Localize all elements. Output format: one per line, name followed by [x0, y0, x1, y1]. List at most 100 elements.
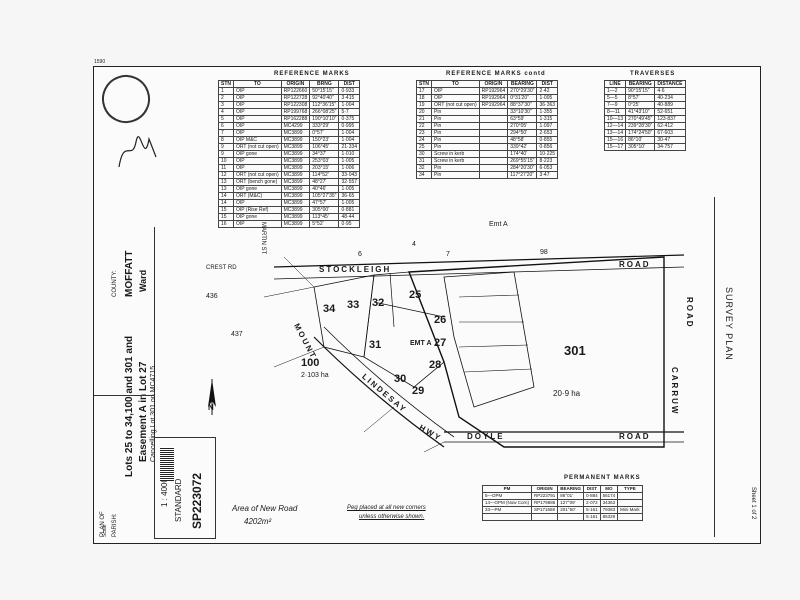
table-header-cell: LINE: [603, 80, 627, 88]
table-cell: 1·005: [338, 199, 361, 207]
table-cell: Pin: [431, 136, 480, 144]
table-cell: 9: [218, 143, 234, 151]
table-cell: 7—9: [603, 101, 627, 109]
table-cell: 203°15': [309, 164, 340, 172]
table-cell: 13—14: [603, 129, 627, 137]
table-cell: MC3899: [280, 157, 311, 165]
radial-line-1: [283, 256, 315, 288]
scale-label: Scale: [102, 524, 108, 537]
table-cell: [617, 499, 643, 507]
table-cell: 13: [218, 185, 234, 193]
stockleigh-road-line-1: [273, 254, 685, 268]
table-cell: 0·933: [338, 87, 361, 95]
table-cell: 4·6: [654, 87, 686, 95]
table-cell: 34°37': [309, 150, 340, 158]
table-cell: 13: [218, 178, 234, 186]
barcode: [160, 447, 174, 481]
table-cell: 174°24'50": [625, 129, 656, 137]
table-cell: 10—13: [603, 115, 627, 123]
table-cell: 1·010: [338, 150, 361, 158]
table-cell: MC3899: [280, 185, 311, 193]
table-cell: 34·757: [654, 143, 686, 151]
permanent-marks-title: PERMANENT MARKS: [564, 475, 641, 481]
lot-25: 25: [409, 289, 422, 301]
table-cell: MC3899: [280, 199, 311, 207]
lot-4: 4: [412, 241, 416, 248]
table-cell: 92°40'40": [309, 94, 340, 102]
plan-number: SP223072: [190, 472, 204, 529]
table-cell: RP192964: [478, 101, 509, 109]
table-cell: 1·004: [338, 129, 361, 137]
table-cell: ORT (not cut open): [431, 101, 480, 109]
lots-25-30-block: [443, 271, 535, 408]
table-cell: 1·006: [338, 164, 361, 172]
table-cell: 112°36'15": [309, 101, 340, 109]
county-label: COUNTY:: [112, 270, 118, 297]
table-cell: 117°27'20": [507, 171, 538, 179]
lot-301: 301: [564, 343, 586, 358]
table-header-cell: MO: [599, 485, 619, 493]
lot-100-area: 2·103 ha: [301, 372, 329, 379]
table-cell: 86°01': [557, 492, 585, 500]
table-header-cell: BRNG: [309, 80, 340, 88]
table-cell: SP171658: [531, 506, 559, 514]
table-cell: MC3899: [280, 192, 311, 200]
table-cell: 305°10': [625, 143, 656, 151]
table-cell: MC3899: [280, 150, 311, 158]
table-cell: 5: [218, 115, 234, 123]
table-cell: Pin: [431, 171, 480, 179]
table-cell: 30·47: [654, 136, 686, 144]
table-cell: RP199768: [280, 108, 311, 116]
lot-6: 6: [358, 251, 362, 258]
lot-100: 100: [301, 357, 320, 369]
road-label-doyle: DOYLE: [467, 432, 505, 441]
table-cell: MC3899: [280, 129, 311, 137]
table-cell: 0·881: [338, 206, 361, 214]
table-cell: 90°15'15": [625, 87, 656, 95]
parish-label: PARISH:: [112, 513, 118, 537]
table-cell: 270°49'45": [625, 115, 656, 123]
table-cell: 0°57': [309, 129, 340, 137]
table-header-cell: ORIGIN: [531, 485, 559, 493]
table-cell: OIP: [233, 164, 282, 172]
lot-301-area: 20·9 ha: [553, 389, 581, 398]
table-cell: 2·653: [536, 129, 559, 137]
top-left-code: 1590: [94, 59, 106, 65]
table-cell: 33°10'30": [507, 108, 538, 116]
table-cell: Screw in kerb: [431, 157, 480, 165]
peg-note-1: Peg placed at all new corners: [347, 505, 426, 511]
table-cell: 30: [416, 150, 432, 158]
table-cell: 5—OPM: [481, 492, 533, 500]
table-cell: 15: [218, 206, 234, 214]
radial-line-5: [423, 441, 445, 453]
table-header-cell: PM: [481, 485, 533, 493]
table-cell: 8·223: [536, 157, 559, 165]
table-cell: RP223791: [531, 492, 559, 500]
radial-line-4: [363, 406, 395, 433]
table-header-cell: DIST: [338, 80, 361, 88]
table-cell: 17: [416, 87, 432, 95]
table-cell: 294°50': [507, 129, 538, 137]
table-cell: 150°23': [309, 136, 340, 144]
lot-divider-1: [389, 272, 395, 328]
table-cell: 56174: [599, 492, 619, 500]
table-cell: Mini Mark: [617, 506, 643, 514]
ref-marks-contd-title: REFERENCE MARKS contd: [446, 71, 546, 77]
table-cell: [478, 171, 509, 179]
table-cell: OIP: [233, 101, 282, 109]
